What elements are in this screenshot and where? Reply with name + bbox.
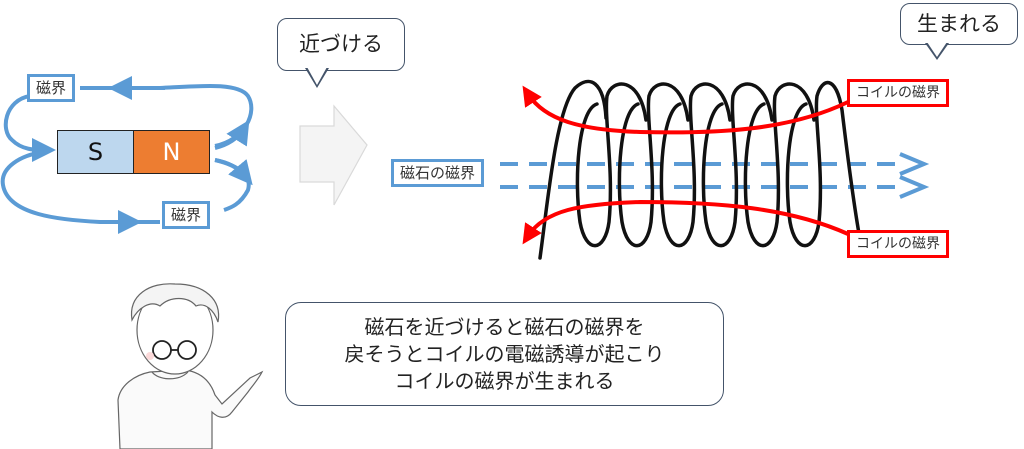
n-pole: N [134,131,209,173]
approach-callout-tail-fill [307,67,327,85]
born-callout-tail-fill [927,42,947,57]
field-line-right-upper [214,119,250,150]
field-line-right-lower [214,158,253,186]
coil-field-line-bottom [522,199,849,245]
magnet-field-dashed [500,162,902,189]
coil [538,79,864,260]
teacher-character-icon [117,283,264,449]
field-label-top: 磁界 [27,74,76,102]
dashed-arrowhead-icon [899,152,930,199]
explanation-box: 磁石を近づけると磁石の磁界を 戻そうとコイルの電磁誘導が起こり コイルの磁界が生… [285,302,724,406]
field-line-bottom-left [0,150,142,234]
field-line-top-left [3,94,56,162]
coil-field-label-top: コイルの磁界 [847,79,949,107]
bar-magnet: S N [57,130,210,174]
explanation-line-2: 戻そうとコイルの電磁誘導が起こり [344,341,665,366]
approach-callout: 近づける [277,18,405,71]
magnet-field-label: 磁石の磁界 [391,159,485,187]
magnet-field-lines [0,76,254,234]
field-label-bottom: 磁界 [162,201,211,229]
right-arrow-icon [299,104,368,206]
coil-field-label-bottom: コイルの磁界 [847,230,949,258]
s-pole: S [58,131,134,173]
explanation-line-1: 磁石を近づけると磁石の磁界を [364,314,645,339]
explanation-line-3: コイルの磁界が生まれる [394,368,615,393]
coil-field-line-top [522,85,849,135]
coil-field-lines [522,85,849,245]
born-callout: 生まれる [900,3,1018,45]
